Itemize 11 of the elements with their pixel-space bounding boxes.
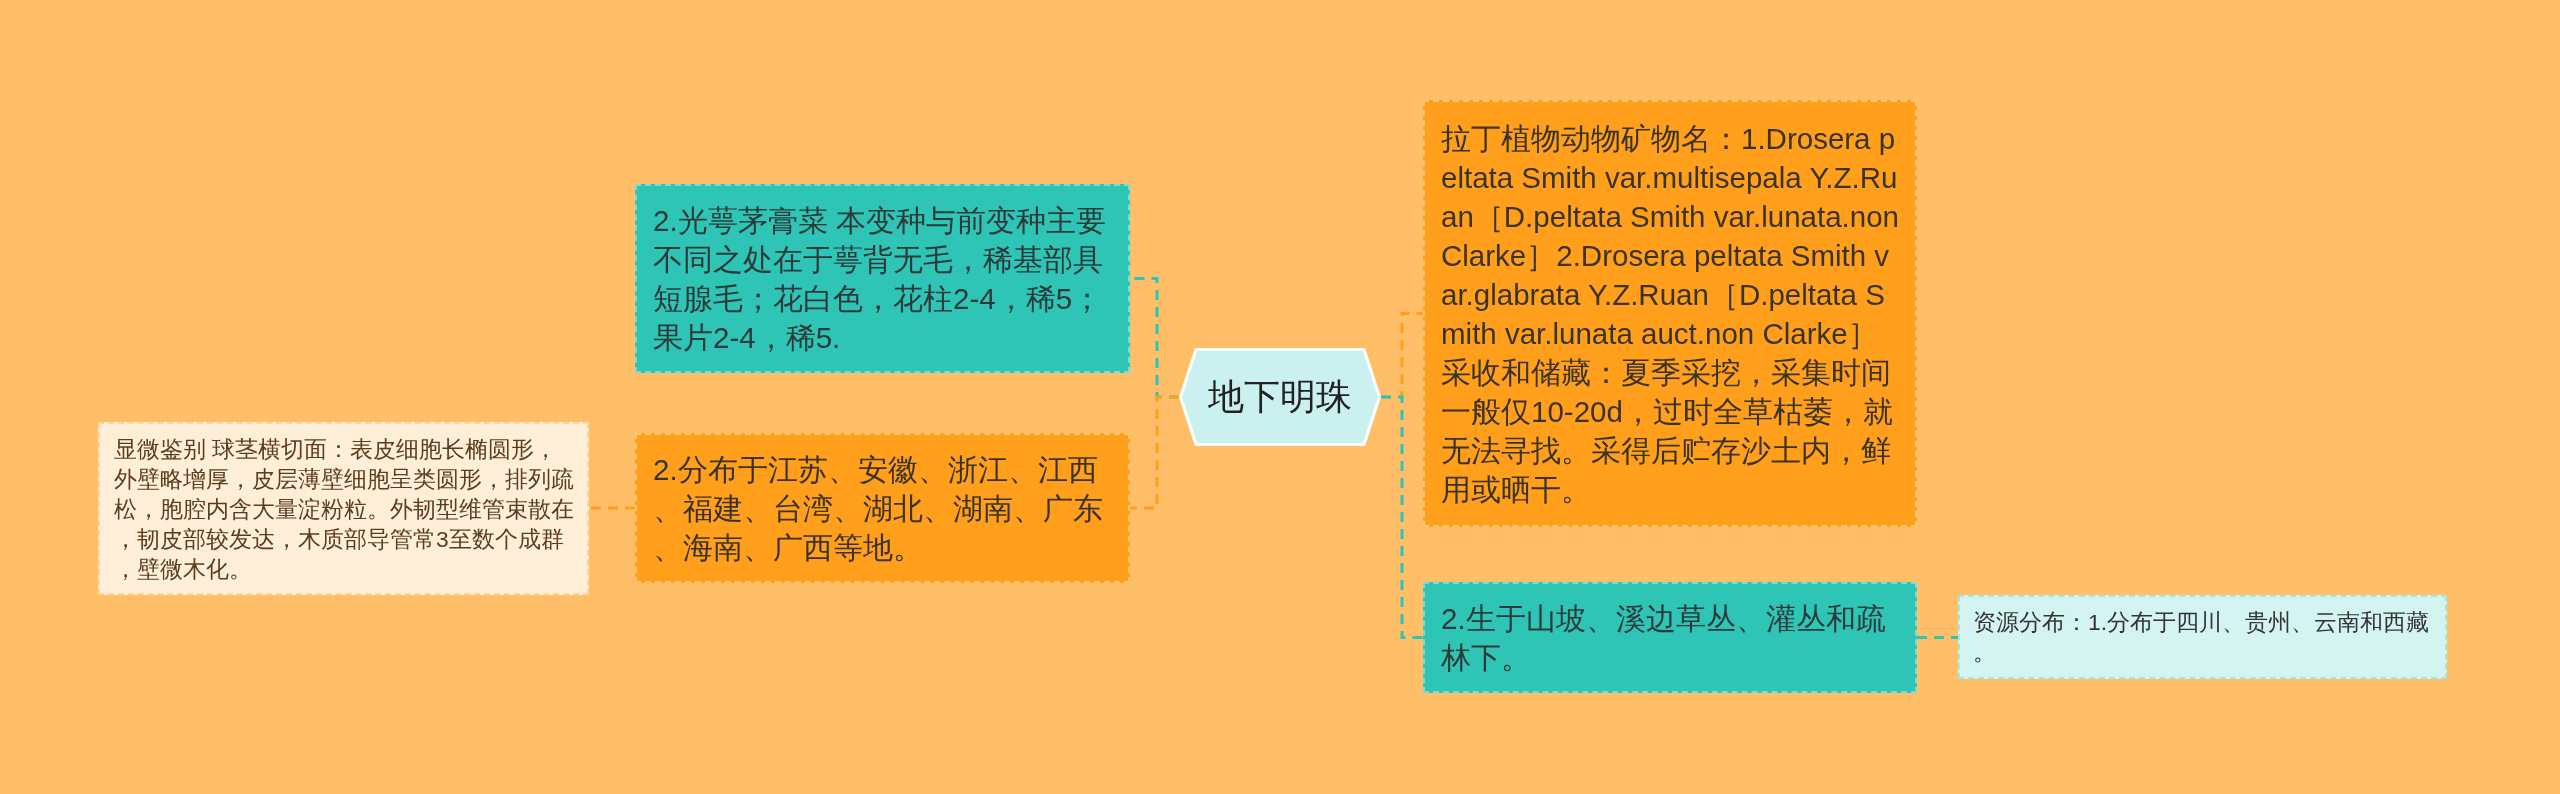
- topic-hexagon: 地下明珠: [1179, 348, 1381, 446]
- topic-box: 2.光萼茅膏菜 本变种与前变种主要不同之处在于萼背无毛，稀基部具短腺毛；花白色，花柱2-4，稀5；果片2-4，稀5.: [635, 184, 1130, 373]
- topic-box: 2.生于山坡、溪边草丛、灌丛和疏林下。: [1423, 582, 1917, 693]
- topic-box: 2.分布于江苏、安徽、浙江、江西、福建、台湾、湖北、湖南、广东、海南、广西等地。: [635, 433, 1130, 583]
- connector: [589, 506, 635, 510]
- topic-box: 资源分布：1.分布于四川、贵州、云南和西藏。: [1958, 595, 2447, 679]
- connector: [1130, 395, 1179, 510]
- topic-box: 拉丁植物动物矿物名：1.Drosera peltata Smith var.multisepala Y.Z.Ruan［D.peltata Smith var.lunata.non Clarke］2.Drosera peltata Smith var.glabrata Y.Z.Ruan［D.peltata Smith var.lunata auct.non Clarke］采收和储藏：夏季采挖，采集时间一般仅10-20d，过时全草枯萎，就无法寻找。采得后贮存沙土内，鲜用或晒干。: [1423, 100, 1917, 527]
- connector: [1381, 395, 1423, 639]
- topic-box: 显微鉴别 球茎横切面：表皮细胞长椭圆形，外壁略增厚，皮层薄壁细胞呈类圆形，排列疏松，胞腔内含大量淀粉粒。外韧型维管束散在，韧皮部较发达，木质部导管常3至数个成群，壁微木化。: [98, 422, 589, 595]
- connector: [1917, 636, 1958, 639]
